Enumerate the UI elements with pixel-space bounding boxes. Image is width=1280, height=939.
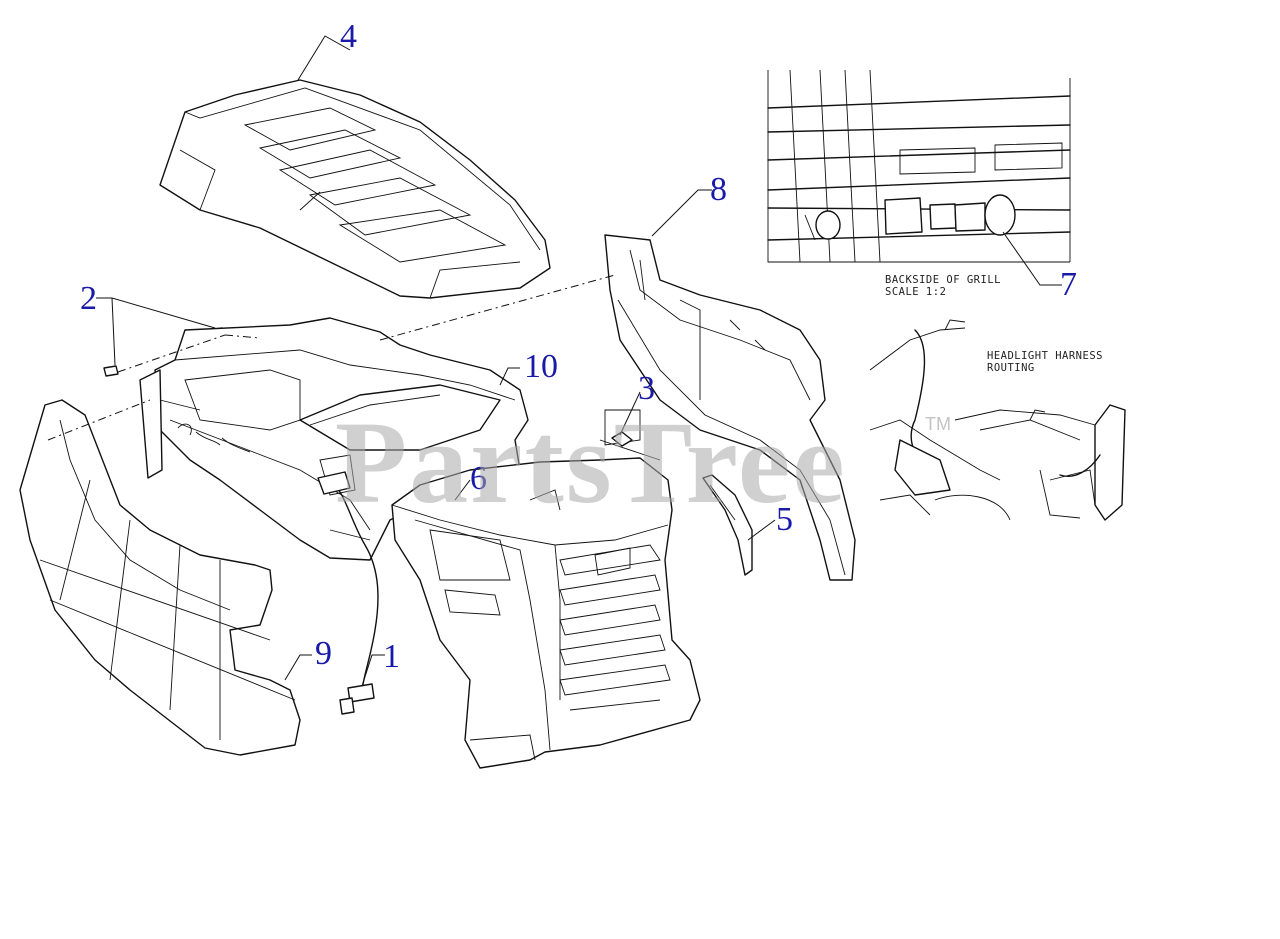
headlight-routing-note: HEADLIGHT HARNESS ROUTING	[987, 350, 1103, 374]
side-panel-right-part	[604, 234, 856, 581]
callout-leaders	[96, 35, 1062, 687]
side-panel-left-part	[19, 399, 301, 756]
hood-top-part	[159, 79, 551, 299]
callout-2: 2	[80, 280, 97, 317]
callout-7: 7	[1060, 266, 1077, 303]
grill-backside-note: BACKSIDE OF GRILL SCALE 1:2	[885, 274, 1001, 298]
partstree-watermark: PartsTree	[335, 397, 847, 528]
dash-panel-part	[139, 317, 529, 561]
callout-10: 10	[524, 348, 558, 385]
callout-8: 8	[710, 171, 727, 208]
front-housing-part	[391, 409, 701, 769]
harness-part-1	[317, 471, 379, 715]
callout-3: 3	[638, 370, 655, 407]
clip-part-3	[611, 431, 633, 447]
headlight-routing-inset	[869, 319, 1126, 521]
cub-cadet-logo	[177, 423, 251, 453]
callout-1: 1	[383, 638, 400, 675]
trim-part-5	[702, 474, 753, 576]
callout-4: 4	[340, 18, 357, 55]
assembly-dash-lines	[47, 274, 616, 441]
watermark-tm: TM	[925, 414, 951, 434]
callout-6: 6	[470, 460, 487, 497]
callout-9: 9	[315, 635, 332, 672]
callout-5: 5	[776, 501, 793, 538]
grill-backside-inset	[767, 69, 1071, 263]
